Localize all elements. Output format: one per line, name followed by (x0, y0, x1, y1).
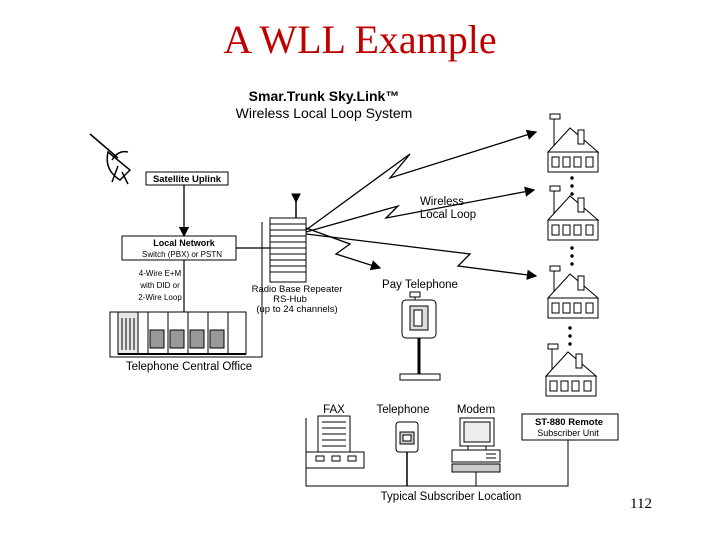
radio-repeater-icon (269, 193, 307, 283)
house-icon (546, 113, 600, 173)
central-office-cabinets (117, 311, 247, 355)
fax-machine-icon (305, 415, 365, 469)
wire-note-3: 2-Wire Loop (138, 293, 182, 302)
modem-label: Modem (457, 404, 495, 416)
satellite-dish-icon (89, 133, 132, 185)
repeater-label-1: Radio Base Repeater (252, 284, 343, 295)
telephone-icon (395, 421, 419, 486)
remote-subscriber-unit-box (521, 413, 619, 441)
central-office-label: Telephone Central Office (126, 361, 252, 373)
satellite-uplink-box (145, 171, 229, 186)
house-icon (546, 185, 600, 241)
wireless-label-2: Local Loop (420, 209, 476, 221)
wireless-links (305, 129, 538, 281)
wire-note-1: 4-Wire E+M (139, 269, 182, 278)
slide-title: A WLL Example (223, 17, 497, 62)
central-office-frame (109, 222, 263, 358)
wireless-label-1: Wireless (420, 196, 464, 208)
remote-unit-label-1: ST-880 Remote (535, 417, 603, 428)
computer-modem-icon (451, 417, 501, 486)
repeater-label-3: (up to 24 channels) (256, 304, 337, 315)
telephone-label: Telephone (376, 404, 429, 416)
house-icon (544, 343, 598, 397)
wire-note-2: with DID or (139, 281, 180, 290)
satellite-uplink-label: Satellite Uplink (153, 174, 222, 185)
house-icon (546, 265, 600, 319)
local-network-label: Local Network (153, 238, 216, 248)
remote-unit-label-2: Subscriber Unit (537, 428, 599, 438)
pay-telephone-icon (399, 291, 441, 381)
fax-label: FAX (323, 404, 345, 416)
diagram-header-line2: Wireless Local Loop System (236, 105, 413, 121)
local-network-sublabel: Switch (PBX) or PSTN (142, 250, 222, 259)
pay-telephone-label: Pay Telephone (382, 279, 458, 291)
repeater-label-2: RS-Hub (273, 294, 307, 305)
page-number: 112 (630, 496, 652, 512)
diagram-header-line1: Smar.Trunk Sky.Link™ (249, 88, 400, 104)
more-houses-dots (568, 176, 574, 346)
subscriber-location-label: Typical Subscriber Location (381, 491, 522, 503)
